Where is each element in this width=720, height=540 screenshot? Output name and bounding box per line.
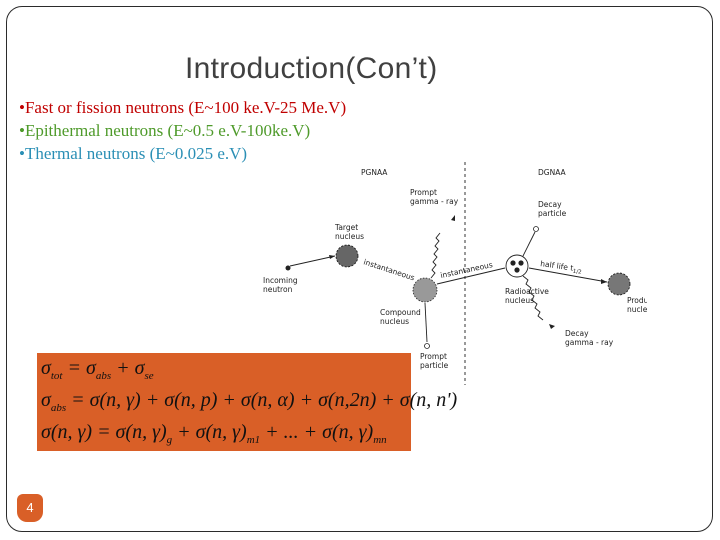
label-prompt-particle-2: particle — [420, 361, 449, 370]
bullet-epithermal-neutrons: •Epithermal neutrons (E~0.5 e.V-100ke.V) — [19, 119, 346, 142]
label-compound-2: nucleus — [380, 317, 409, 326]
bullet-marker: • — [19, 144, 25, 163]
label-compound-1: Compound — [380, 308, 421, 317]
label-product-1: Product — [627, 296, 647, 305]
label-incoming-1: Incoming — [263, 276, 298, 285]
label-dgnaa: DGNAA — [538, 168, 567, 177]
radioactive-nucleus-icon — [505, 254, 529, 278]
equation-total: σtot = σabs + σse — [41, 357, 154, 382]
label-prompt-gamma-2: gamma - ray — [410, 197, 459, 206]
label-instantaneous-a: instantaneous — [362, 257, 415, 282]
slide-frame — [6, 6, 713, 532]
label-radioactive-1: Radioactive — [505, 287, 549, 296]
page-number-badge: 4 — [17, 494, 43, 522]
bullet-fast-neutrons: •Fast or fission neutrons (E~100 ke.V-25… — [19, 96, 346, 119]
label-product-2: nucleus — [627, 305, 647, 314]
prompt-gamma-ray — [430, 232, 441, 279]
bullet-text-highlight: (E~0.5 e.V-100ke.V) — [163, 121, 311, 140]
label-incoming-2: neutron — [263, 285, 293, 294]
cross-section-equations: σtot = σabs + σse σabs = σ(n, γ) + σ(n, … — [37, 353, 457, 451]
arrow-head — [329, 255, 335, 259]
half-life-arrow — [528, 267, 608, 283]
equation-capture: σ(n, γ) = σ(n, γ)g + σ(n, γ)m1 + ... + σ… — [41, 421, 387, 446]
bullet-text: Epithermal neutrons — [24, 121, 164, 140]
prompt-particle-path — [424, 302, 428, 343]
bullet-list: •Fast or fission neutrons (E~100 ke.V-25… — [19, 96, 346, 165]
bullet-text: Fast or fission neutrons (E~100 ke.V-25 … — [24, 98, 347, 117]
product-nucleus-icon — [608, 273, 630, 295]
label-radioactive-2: nucleus — [505, 296, 534, 305]
bullet-marker: • — [19, 98, 25, 117]
decay-particle-path — [522, 231, 536, 257]
compound-nucleus-icon — [413, 278, 437, 302]
label-target-1: Target — [334, 223, 358, 232]
decay-gamma-ray — [522, 275, 544, 321]
label-decay-gamma-1: Decay — [565, 329, 589, 338]
label-prompt-particle-1: Prompt — [420, 352, 447, 361]
target-nucleus-icon — [336, 245, 358, 267]
label-decay-gamma-2: gamma - ray — [565, 338, 614, 347]
label-decay-particle-2: particle — [538, 209, 567, 218]
label-pgnaa: PGNAA — [361, 168, 388, 177]
label-target-2: nucleus — [335, 232, 364, 241]
bullet-thermal-neutrons: •Thermal neutrons (E~0.025 e.V) — [19, 142, 346, 165]
incoming-arrow — [289, 255, 336, 267]
instantaneous-arrow — [436, 267, 506, 285]
equation-absorption: σabs = σ(n, γ) + σ(n, p) + σ(n, α) + σ(n… — [41, 389, 458, 414]
page-number: 4 — [26, 500, 34, 515]
slide-title: Introduction(Con’t) — [185, 52, 438, 85]
bullet-text: Thermal neutrons (E~0.025 e.V) — [24, 144, 248, 163]
label-prompt-gamma-1: Prompt — [410, 188, 437, 197]
bullet-marker: • — [19, 121, 25, 140]
neutron-activation-diagram: PGNAA DGNAA Incoming neutron Target nucl… — [263, 162, 647, 385]
label-decay-particle-1: Decay — [538, 200, 562, 209]
neutron-dot — [285, 265, 291, 271]
